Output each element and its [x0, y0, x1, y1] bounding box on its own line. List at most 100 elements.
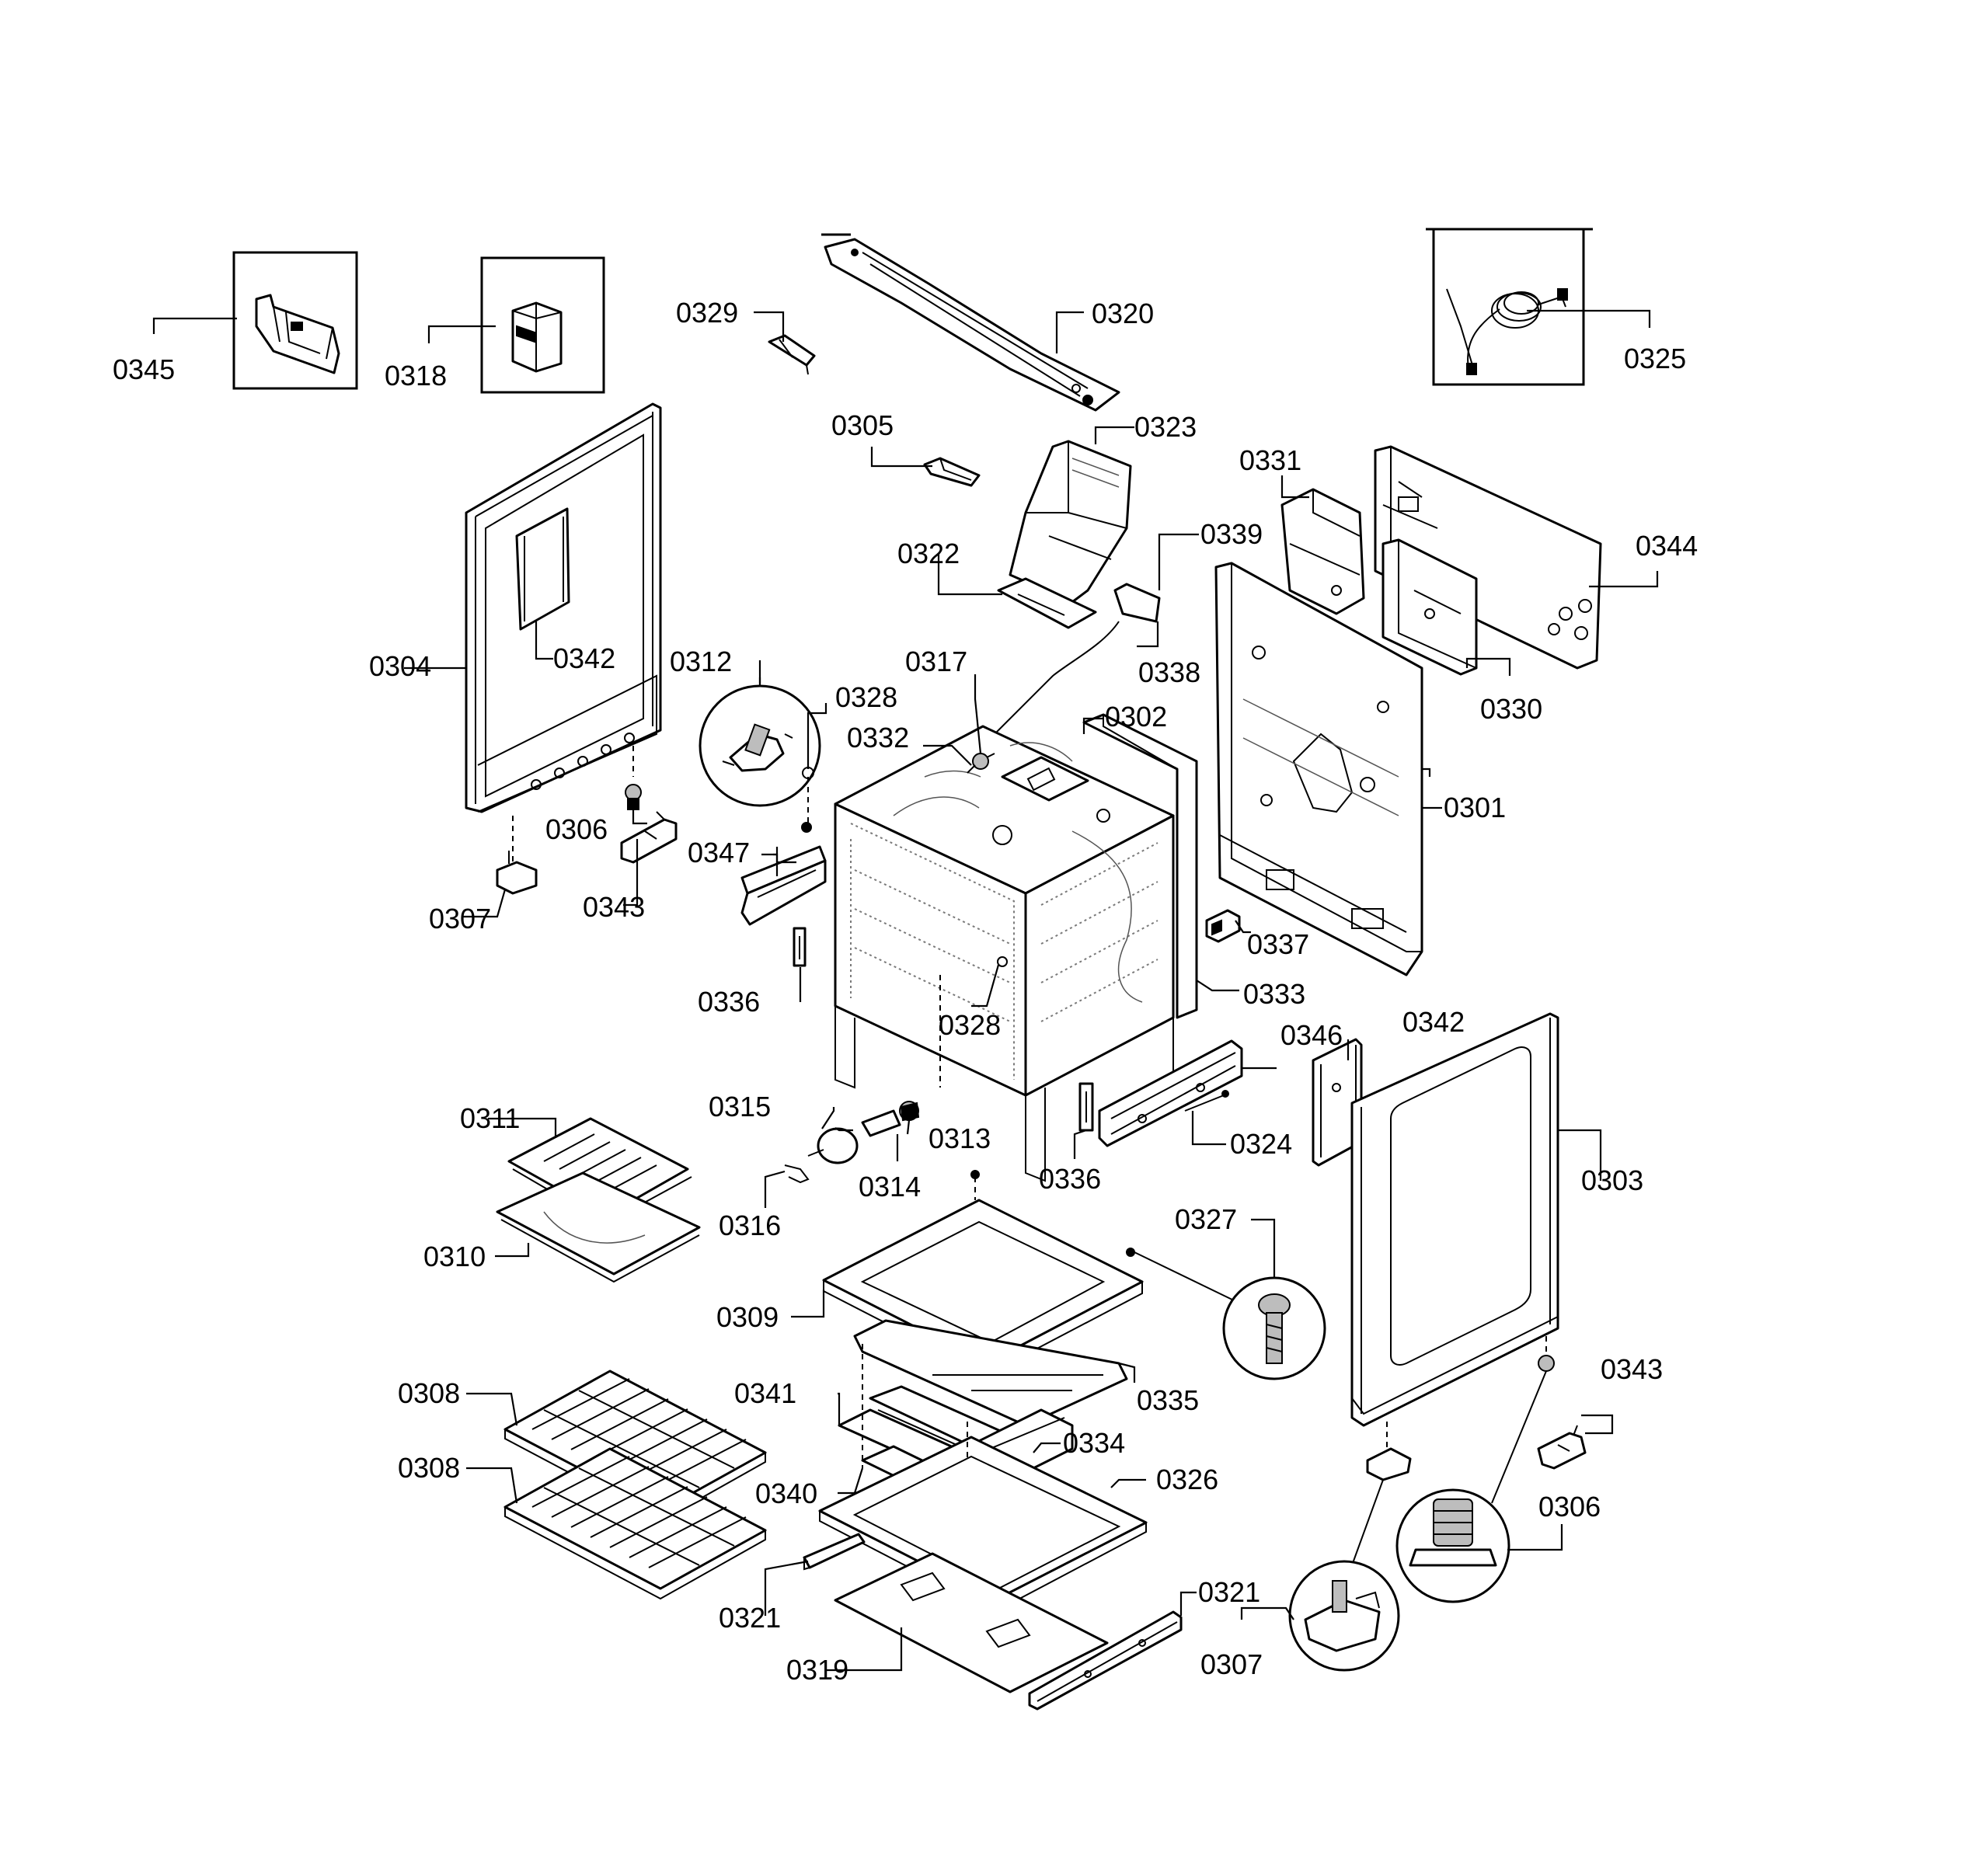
label-0321-b: 0321	[1198, 1576, 1260, 1608]
part-0327-screw-detail	[1126, 1248, 1326, 1380]
label-0302: 0302	[1105, 701, 1167, 733]
part-0336-clip-right	[1078, 1082, 1094, 1132]
part-0337-connector	[1205, 909, 1241, 943]
label-0329: 0329	[676, 297, 738, 329]
part-0343-latch-bottom	[1537, 1425, 1587, 1470]
part-0332-wire-harness	[924, 770, 981, 778]
label-0336-b: 0336	[1039, 1163, 1101, 1195]
part-0321-left-slide	[803, 1533, 866, 1571]
label-0301: 0301	[1444, 792, 1506, 823]
part-0342-side-bracket	[515, 507, 570, 631]
label-0331: 0331	[1239, 444, 1301, 476]
label-0322: 0322	[897, 538, 960, 569]
label-0307-a: 0307	[429, 903, 491, 935]
label-0346: 0346	[1280, 1019, 1343, 1051]
part-0328-screw-mid	[939, 956, 1008, 1088]
part-0344-rear-panel	[1374, 445, 1602, 670]
part-0324-thermostat-wire	[1184, 1090, 1229, 1112]
part-0314-lamp-bulb	[861, 1109, 901, 1137]
label-0311: 0311	[460, 1102, 520, 1134]
part-0307-hinge-bottom	[1288, 1422, 1412, 1672]
part-0339-sensor-wire	[986, 583, 1161, 743]
label-0338: 0338	[1138, 656, 1200, 688]
label-0339: 0339	[1200, 518, 1263, 550]
label-0324: 0324	[1230, 1128, 1292, 1160]
label-0345: 0345	[113, 353, 175, 385]
part-0331-heat-shield	[1280, 488, 1365, 615]
part-0310-broil-tray	[496, 1171, 701, 1283]
part-0347-rail	[740, 845, 827, 926]
label-0308-a: 0308	[398, 1377, 460, 1409]
part-0302-top-insulation	[1009, 742, 1073, 762]
label-0309: 0309	[716, 1301, 779, 1333]
part-0319-bottom-cover	[834, 1552, 1109, 1693]
label-0315: 0315	[709, 1091, 771, 1122]
label-0326: 0326	[1156, 1464, 1218, 1495]
label-0316: 0316	[719, 1209, 781, 1241]
part-0325-power-cord-box	[1426, 228, 1593, 386]
label-0342-b: 0342	[1402, 1006, 1465, 1038]
label-0319: 0319	[786, 1654, 848, 1686]
part-0323-duct-hood	[1009, 440, 1132, 604]
part-number-labels: 0345 0318 0329 0320 0325 0305 0323 0331 …	[113, 297, 1698, 1686]
label-0336-a: 0336	[698, 986, 760, 1018]
label-0341: 0341	[734, 1377, 796, 1409]
label-0313: 0313	[929, 1122, 991, 1154]
part-0315-lamp-cover	[817, 1127, 859, 1164]
part-0301-back-panel	[1214, 562, 1423, 976]
label-0330: 0330	[1480, 693, 1542, 725]
part-0307-hinge-top	[496, 816, 538, 895]
label-0306-b: 0306	[1538, 1491, 1601, 1523]
label-0314: 0314	[859, 1171, 921, 1203]
label-0320: 0320	[1092, 298, 1154, 329]
label-0318: 0318	[385, 360, 447, 392]
label-0308-b: 0308	[398, 1452, 460, 1484]
part-0346-bottom-rail	[1098, 1039, 1243, 1147]
label-0307-b: 0307	[1200, 1648, 1263, 1680]
part-0330-cover	[1381, 538, 1478, 676]
label-0305: 0305	[831, 409, 894, 441]
label-0332: 0332	[847, 722, 909, 754]
label-0321-a: 0321	[719, 1602, 781, 1634]
label-0347: 0347	[688, 837, 750, 868]
leader-lines	[152, 309, 1659, 1672]
part-0308-rack-lower	[503, 1447, 767, 1600]
label-0343-a: 0343	[583, 891, 645, 923]
label-0340: 0340	[755, 1477, 817, 1509]
main-oven-cavity	[834, 725, 1175, 1182]
part-0329-small-bracket	[768, 334, 816, 375]
part-0322-plate	[997, 577, 1097, 629]
part-0317-thermostat-sensor	[967, 753, 995, 774]
label-0312: 0312	[670, 646, 732, 677]
part-0335-heat-baffle	[853, 1319, 1128, 1427]
part-0321-right-slide	[1028, 1610, 1183, 1711]
part-0316-lamp-clip	[784, 1149, 824, 1184]
label-0343-b: 0343	[1601, 1353, 1663, 1385]
label-0310: 0310	[423, 1241, 486, 1272]
label-0325: 0325	[1624, 343, 1686, 374]
part-0312-switch-detail	[699, 684, 821, 807]
part-0303-side-panel	[1350, 1012, 1559, 1427]
part-0343-latch-top	[620, 811, 678, 864]
part-0306-foot-top	[625, 746, 642, 810]
label-0317: 0317	[905, 646, 967, 677]
label-0344: 0344	[1636, 530, 1698, 562]
label-0306-a: 0306	[545, 813, 608, 845]
label-0328-a: 0328	[835, 681, 897, 713]
part-0345-bracket-box	[232, 251, 358, 390]
label-0323: 0323	[1134, 411, 1197, 443]
label-0333: 0333	[1243, 978, 1305, 1010]
label-0342-a: 0342	[553, 642, 615, 674]
part-0328-screw-top	[801, 767, 814, 833]
part-0336-clip-left	[793, 927, 807, 967]
part-0313-lamp-socket	[899, 1101, 920, 1122]
part-0318-clip-box	[480, 256, 605, 394]
part-0306-foot-bottom	[1395, 1336, 1555, 1603]
part-0320-top-rail	[821, 233, 1120, 412]
label-0304: 0304	[369, 650, 431, 682]
label-0328-b: 0328	[939, 1009, 1001, 1041]
part-0305-clip	[923, 457, 981, 487]
label-0334: 0334	[1063, 1427, 1125, 1459]
label-0303: 0303	[1581, 1164, 1643, 1196]
